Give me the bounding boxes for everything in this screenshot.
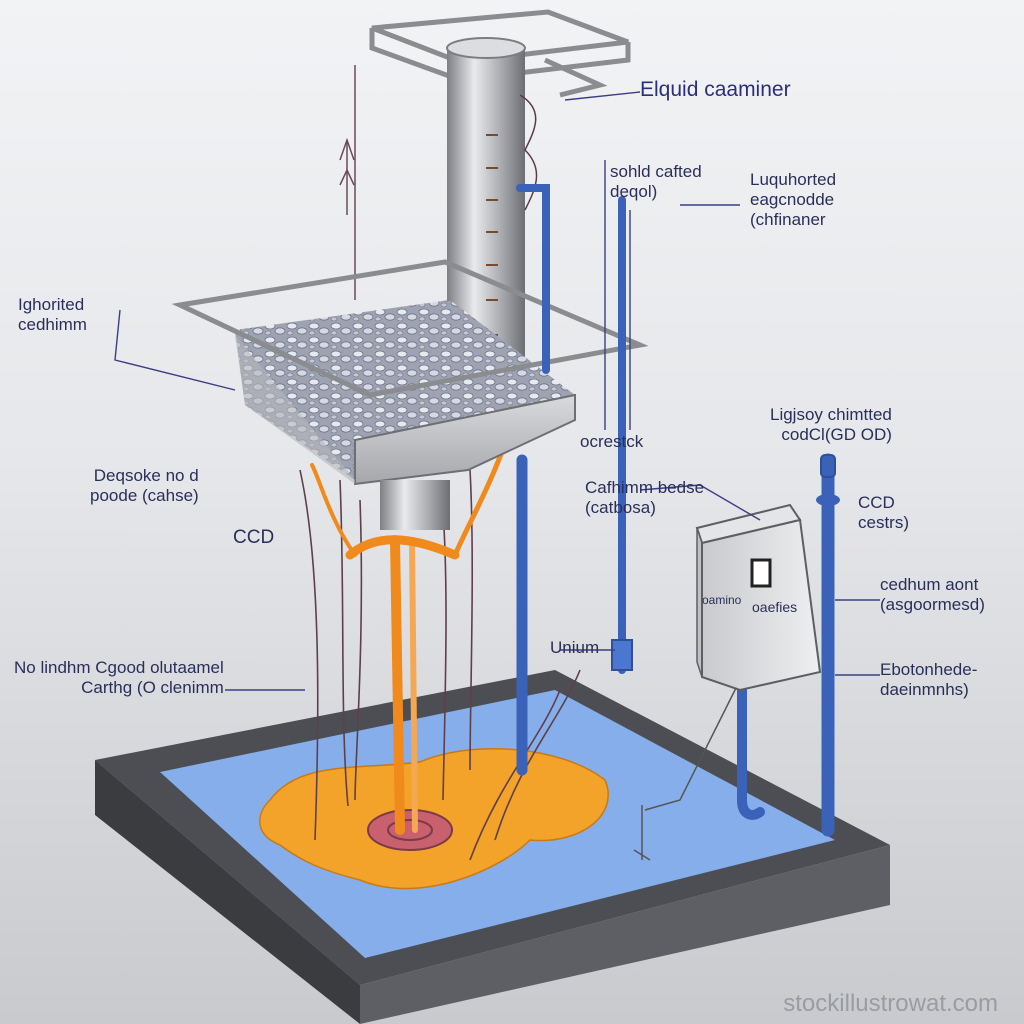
label-liquid-right: Luquhorted eagcnodde (chfinaner [750,170,837,229]
gravel-tray [171,259,649,530]
molten-stream [310,407,518,835]
base-platform [95,670,890,1024]
label-ccd-right: CCD cestrs) [858,493,909,532]
label-unium: Unium [550,638,600,657]
label-carthm: Cafhimm bedse (catbosa) [585,478,705,517]
label-noiutum: No lindhm Cgood olutaamel Carthg (O clen… [14,658,224,697]
label-ligjsoy: Ligjsoy chimtted codCl(GD OD) [770,405,892,444]
label-box: oaefies [752,599,798,615]
watermark: stockillustrowat.com [783,990,998,1017]
label-box-side: oamino [702,593,742,607]
label-liquid-container: Elquid caaminer [640,78,791,101]
leader-lines [114,91,880,691]
blue-pipes [516,184,840,837]
label-ighorited: Ighorited cedhimm [18,295,87,334]
lift-line [339,65,356,300]
label-ccd-left: CCD [233,527,275,548]
control-box [633,503,822,861]
electrode-contact [367,809,453,851]
label-ebotonhede: Ebotonhede- daeinmnhs) [880,660,978,699]
wire-bundle [299,469,581,861]
cathode-stub [380,480,450,530]
label-cedhum: cedhum aont (asgoormesd) [880,575,985,614]
label-solid-catted: sohld cafted deqol) [610,162,702,201]
label-deqsoke: Deqsoke no d poode (cahse) [90,466,199,505]
label-ocrostk: ocrestck [580,432,644,451]
